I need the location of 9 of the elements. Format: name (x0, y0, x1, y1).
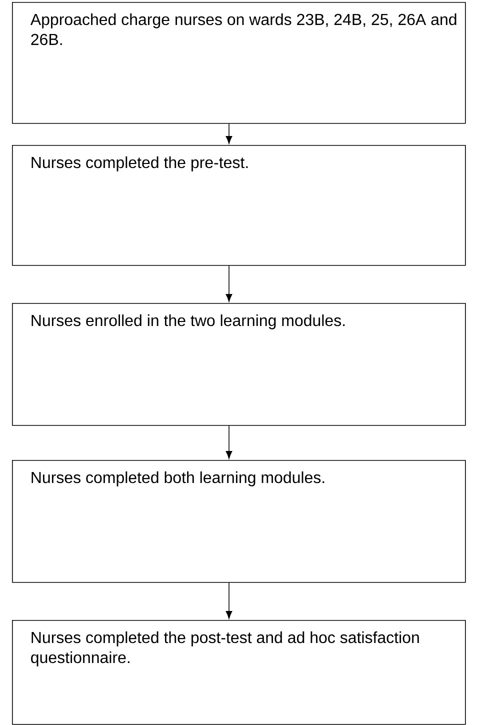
process-box: Nurses completed the pre-test. (12, 145, 466, 266)
process-box: Approached charge nurses on wards 23B, 24B, 25, 26A and 26B. (12, 2, 466, 124)
process-box: Nurses completed both learning modules. (12, 460, 466, 583)
arrow (226, 582, 232, 619)
process-box: Nurses completed the post-test and ad hoc satisfaction questionnaire. (12, 620, 466, 725)
arrow (226, 123, 232, 144)
arrow (226, 425, 232, 459)
process-box: Nurses enrolled in the two learning modules. (12, 303, 466, 426)
arrow (226, 265, 232, 302)
